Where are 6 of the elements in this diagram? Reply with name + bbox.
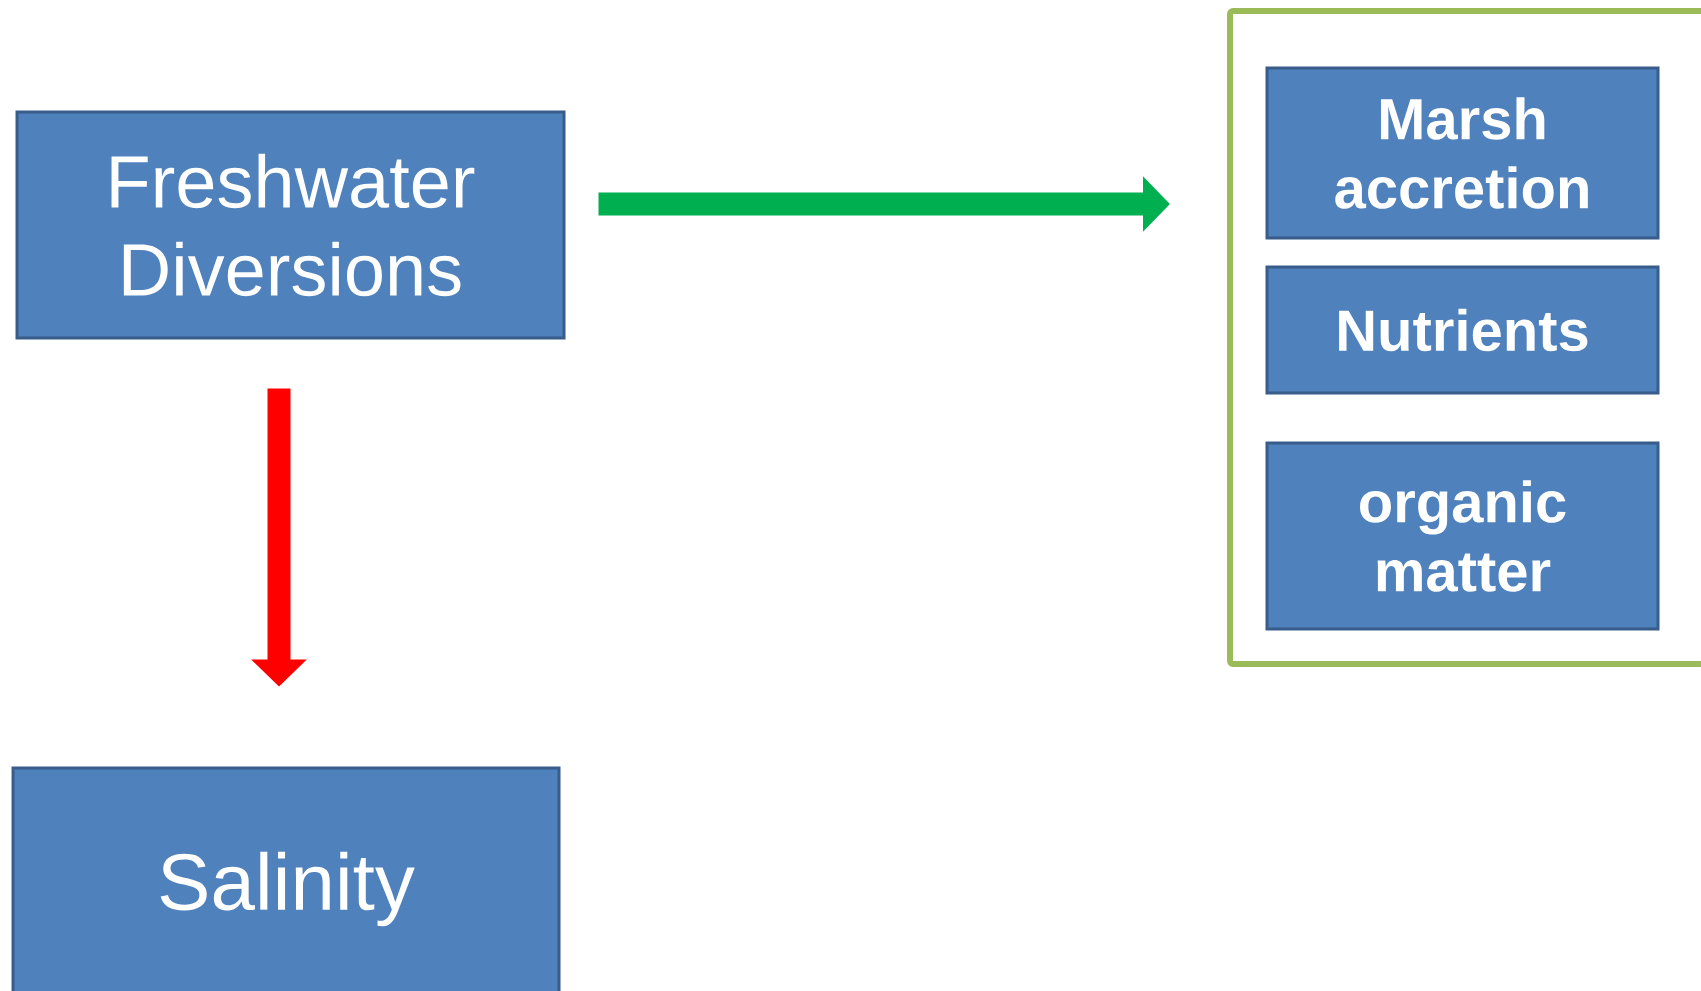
- process-box: Nutrients: [1265, 265, 1660, 395]
- process-box: Freshwater Diversions: [15, 110, 566, 340]
- group-box: [1227, 8, 1701, 667]
- process-box: Marsh accretion: [1265, 66, 1660, 240]
- process-box: organic matter: [1265, 441, 1660, 631]
- process-box: Salinity: [11, 766, 561, 991]
